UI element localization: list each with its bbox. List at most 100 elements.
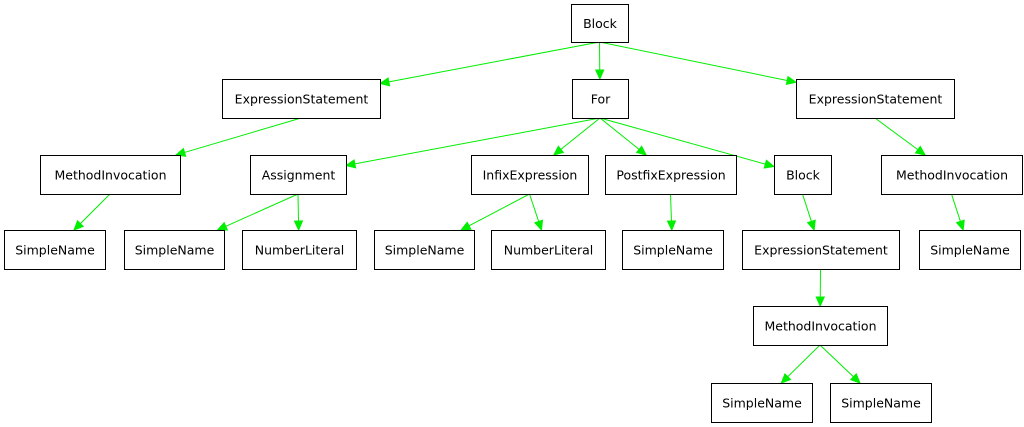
arrowhead-icon	[815, 296, 826, 308]
nodes-layer: Block ExpressionStatement For Expression…	[4, 4, 1023, 423]
arrowhead-icon	[914, 145, 927, 156]
arrowhead-icon	[344, 159, 357, 169]
node-method-invocation-left: MethodInvocation	[40, 155, 181, 195]
node-label: Block	[583, 16, 618, 31]
node-label: SimpleName	[930, 243, 1010, 258]
arrowhead-icon	[635, 145, 648, 156]
node-block-root: Block	[571, 4, 629, 43]
node-box	[374, 230, 475, 270]
node-postfix-expression: PostfixExpression	[605, 155, 737, 195]
node-label: ExpressionStatement	[809, 92, 943, 107]
node-label: NumberLiteral	[255, 243, 345, 258]
node-infix-expression: InfixExpression	[471, 155, 589, 195]
node-label: MethodInvocation	[54, 168, 166, 183]
edge-line	[802, 193, 812, 222]
arrowhead-icon	[73, 219, 85, 231]
edge-line	[819, 344, 854, 378]
node-label: PostfixExpression	[616, 168, 725, 183]
edge-line	[184, 117, 302, 153]
node-box	[571, 4, 629, 43]
edges-layer	[73, 41, 965, 384]
node-label: SimpleName	[722, 396, 802, 411]
edge-line	[951, 193, 961, 222]
node-block-inner: Block	[774, 155, 832, 195]
arrowhead-icon	[533, 219, 544, 232]
node-label: InfixExpression	[483, 168, 578, 183]
arrowhead-icon	[552, 145, 565, 156]
node-box	[4, 230, 106, 270]
node-box	[742, 230, 900, 270]
node-label: For	[591, 92, 611, 107]
edge-line	[80, 193, 111, 224]
edge-line	[529, 193, 540, 222]
node-box	[753, 306, 888, 346]
node-for: For	[572, 79, 629, 119]
node-box	[572, 79, 629, 119]
node-method-invocation-inner: MethodInvocation	[753, 306, 888, 346]
node-box	[830, 383, 932, 423]
node-box	[124, 230, 225, 270]
edge-line	[468, 193, 530, 227]
node-simple-name: SimpleName	[124, 230, 225, 270]
node-assignment: Assignment	[250, 155, 347, 195]
arrowhead-icon	[594, 69, 605, 81]
edge-line	[670, 193, 672, 222]
node-label: SimpleName	[15, 243, 95, 258]
arrowhead-icon	[806, 219, 816, 232]
arrowhead-icon	[785, 75, 798, 86]
node-expression-statement-right: ExpressionStatement	[796, 79, 955, 119]
node-expression-statement-inner: ExpressionStatement	[742, 230, 900, 270]
node-box	[222, 79, 381, 119]
node-box	[250, 155, 347, 195]
node-simple-name: SimpleName	[622, 230, 724, 270]
edge-line	[874, 117, 919, 151]
edge-line	[599, 117, 766, 165]
node-label: ExpressionStatement	[235, 92, 369, 107]
node-label: SimpleName	[841, 396, 921, 411]
node-box	[622, 230, 724, 270]
node-box	[605, 155, 737, 195]
edge-line	[787, 344, 821, 378]
node-label: ExpressionStatement	[754, 243, 888, 258]
arrowhead-icon	[216, 221, 229, 231]
node-box	[40, 155, 181, 195]
node-number-literal: NumberLiteral	[242, 230, 357, 270]
arrowhead-icon	[666, 220, 677, 232]
arrowhead-icon	[763, 159, 776, 169]
node-simple-name: SimpleName	[374, 230, 475, 270]
node-label: SimpleName	[633, 243, 713, 258]
node-box	[774, 155, 832, 195]
node-label: SimpleName	[385, 243, 465, 258]
node-label: SimpleName	[135, 243, 215, 258]
arrowhead-icon	[459, 221, 472, 231]
edge-line	[599, 41, 788, 81]
edge-line	[388, 41, 600, 83]
arrowhead-icon	[849, 372, 861, 384]
edge-line	[225, 193, 299, 227]
node-box	[711, 383, 813, 423]
node-box	[919, 230, 1021, 270]
arrowhead-icon	[293, 220, 304, 232]
node-box	[242, 230, 357, 270]
node-box	[796, 79, 955, 119]
node-simple-name: SimpleName	[919, 230, 1021, 270]
node-label: Assignment	[262, 168, 336, 183]
node-label: NumberLiteral	[504, 243, 594, 258]
node-simple-name: SimpleName	[4, 230, 106, 270]
node-method-invocation-right: MethodInvocation	[881, 155, 1023, 195]
node-label: MethodInvocation	[764, 319, 876, 334]
edge-line	[599, 117, 640, 150]
edge-line	[560, 117, 601, 150]
node-box	[471, 155, 589, 195]
node-box	[491, 230, 606, 270]
node-number-literal: NumberLiteral	[491, 230, 606, 270]
edge-line	[354, 117, 601, 165]
node-label: MethodInvocation	[896, 168, 1008, 183]
arrowhead-icon	[378, 77, 391, 87]
node-simple-name: SimpleName	[711, 383, 813, 423]
node-box	[881, 155, 1023, 195]
arrowhead-icon	[780, 372, 792, 384]
node-expression-statement-left: ExpressionStatement	[222, 79, 381, 119]
arrowhead-icon	[955, 219, 965, 232]
